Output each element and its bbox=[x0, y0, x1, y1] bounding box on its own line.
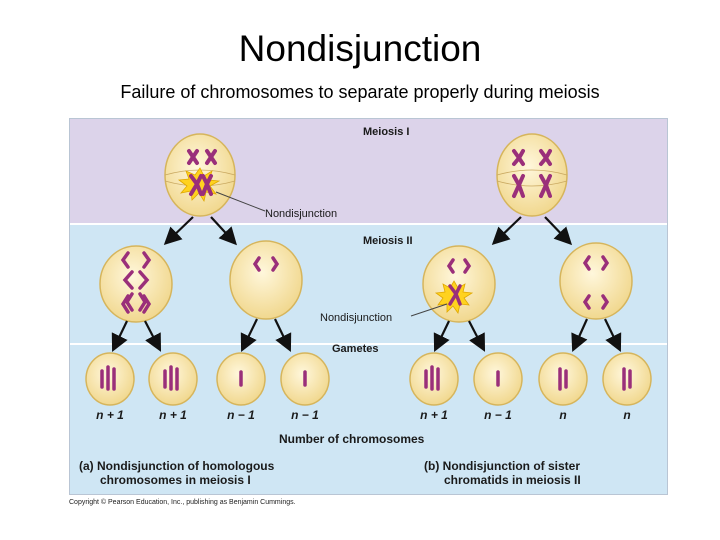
stage-label-meiosis2: Meiosis II bbox=[363, 235, 413, 247]
meiosis2-cell-1 bbox=[99, 245, 173, 323]
gamete-label-1: n + 1 bbox=[96, 408, 124, 422]
gamete-1 bbox=[85, 352, 135, 406]
gamete-label-8: n bbox=[623, 408, 630, 422]
gamete-5 bbox=[409, 352, 459, 406]
caption-b-line1: (b) Nondisjunction of sister bbox=[424, 459, 580, 473]
meiosis1-cell-b bbox=[496, 133, 568, 217]
meiosis1-cell-a bbox=[164, 133, 236, 217]
number-of-chromosomes-label: Number of chromosomes bbox=[279, 432, 425, 446]
meiosis2-cell-3 bbox=[422, 245, 496, 323]
page-title: Nondisjunction bbox=[238, 28, 482, 69]
nondisjunction-diagram: Meiosis I Meiosis II Gametes Nondisjunct… bbox=[69, 118, 668, 495]
gamete-3 bbox=[216, 352, 266, 406]
gamete-8 bbox=[602, 352, 652, 406]
gamete-label-6: n − 1 bbox=[484, 408, 512, 422]
gamete-label-3: n − 1 bbox=[227, 408, 255, 422]
gamete-label-7: n bbox=[559, 408, 566, 422]
stage-label-gametes: Gametes bbox=[332, 343, 378, 355]
caption-b-line2: chromatids in meiosis II bbox=[444, 473, 581, 487]
page-subtitle: Failure of chromosomes to separate prope… bbox=[120, 82, 600, 102]
gamete-7 bbox=[538, 352, 588, 406]
caption-a-line2: chromosomes in meiosis I bbox=[100, 473, 251, 487]
meiosis2-cell-2 bbox=[229, 240, 303, 320]
meiosis2-cell-4 bbox=[559, 242, 633, 320]
caption-a-line1: (a) Nondisjunction of homologous bbox=[79, 459, 275, 473]
nondisjunction-label-2: Nondisjunction bbox=[320, 312, 392, 324]
gamete-label-2: n + 1 bbox=[159, 408, 187, 422]
gamete-2 bbox=[148, 352, 198, 406]
gamete-4 bbox=[280, 352, 330, 406]
gamete-label-4: n − 1 bbox=[291, 408, 319, 422]
gamete-label-5: n + 1 bbox=[420, 408, 448, 422]
nondisjunction-label-1: Nondisjunction bbox=[265, 208, 337, 220]
stage-label-meiosis1: Meiosis I bbox=[363, 126, 409, 138]
gamete-6 bbox=[473, 352, 523, 406]
copyright-notice: Copyright © Pearson Education, Inc., pub… bbox=[69, 499, 296, 506]
